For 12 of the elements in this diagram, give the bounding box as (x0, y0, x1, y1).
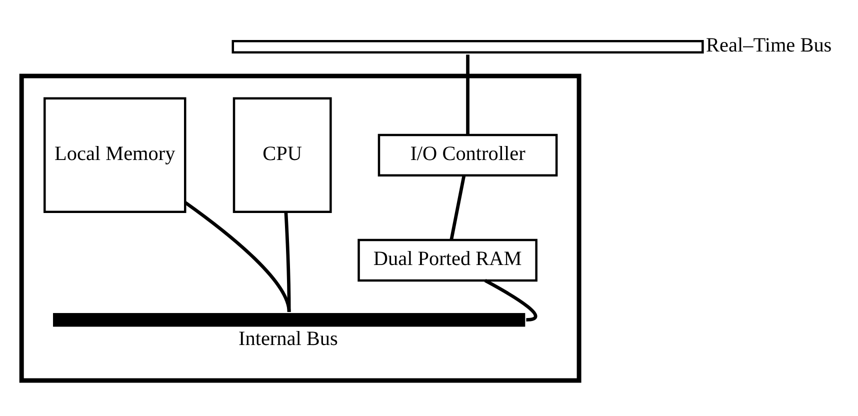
node-box: Local Memory (44, 97, 186, 214)
node-box: I/O Controller (378, 134, 558, 177)
connector (450, 175, 466, 240)
connector (466, 54, 470, 135)
node-box: CPU (232, 97, 332, 214)
connector (484, 279, 538, 322)
node-label: Real–Time Bus (706, 34, 832, 57)
connector (284, 212, 291, 312)
connector (184, 201, 291, 312)
node-label: Internal Bus (238, 328, 338, 350)
node-box: Dual Ported RAM (358, 238, 538, 282)
cluster (19, 74, 582, 383)
